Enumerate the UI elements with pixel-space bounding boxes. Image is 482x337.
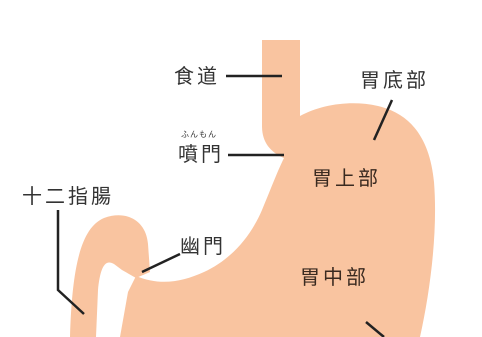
label-middle-body: 胃中部 (300, 265, 369, 289)
label-fundus: 胃底部 (360, 68, 429, 92)
label-upper-body: 胃上部 (312, 166, 381, 190)
label-pylorus: 幽門 (180, 234, 226, 258)
label-cardia-reading: ふんもん (181, 130, 217, 139)
pylorus-leader-line (141, 252, 181, 274)
label-esophagus: 食道 (174, 64, 220, 88)
label-cardia: 噴門 (178, 142, 224, 166)
stomach-shape (120, 40, 436, 337)
duodenum-leader-line (56, 210, 85, 315)
fundus-leader-line (372, 99, 394, 141)
lower-leader-line (365, 321, 385, 337)
duodenum-shape (70, 215, 150, 337)
label-duodenum: 十二指腸 (22, 184, 114, 208)
